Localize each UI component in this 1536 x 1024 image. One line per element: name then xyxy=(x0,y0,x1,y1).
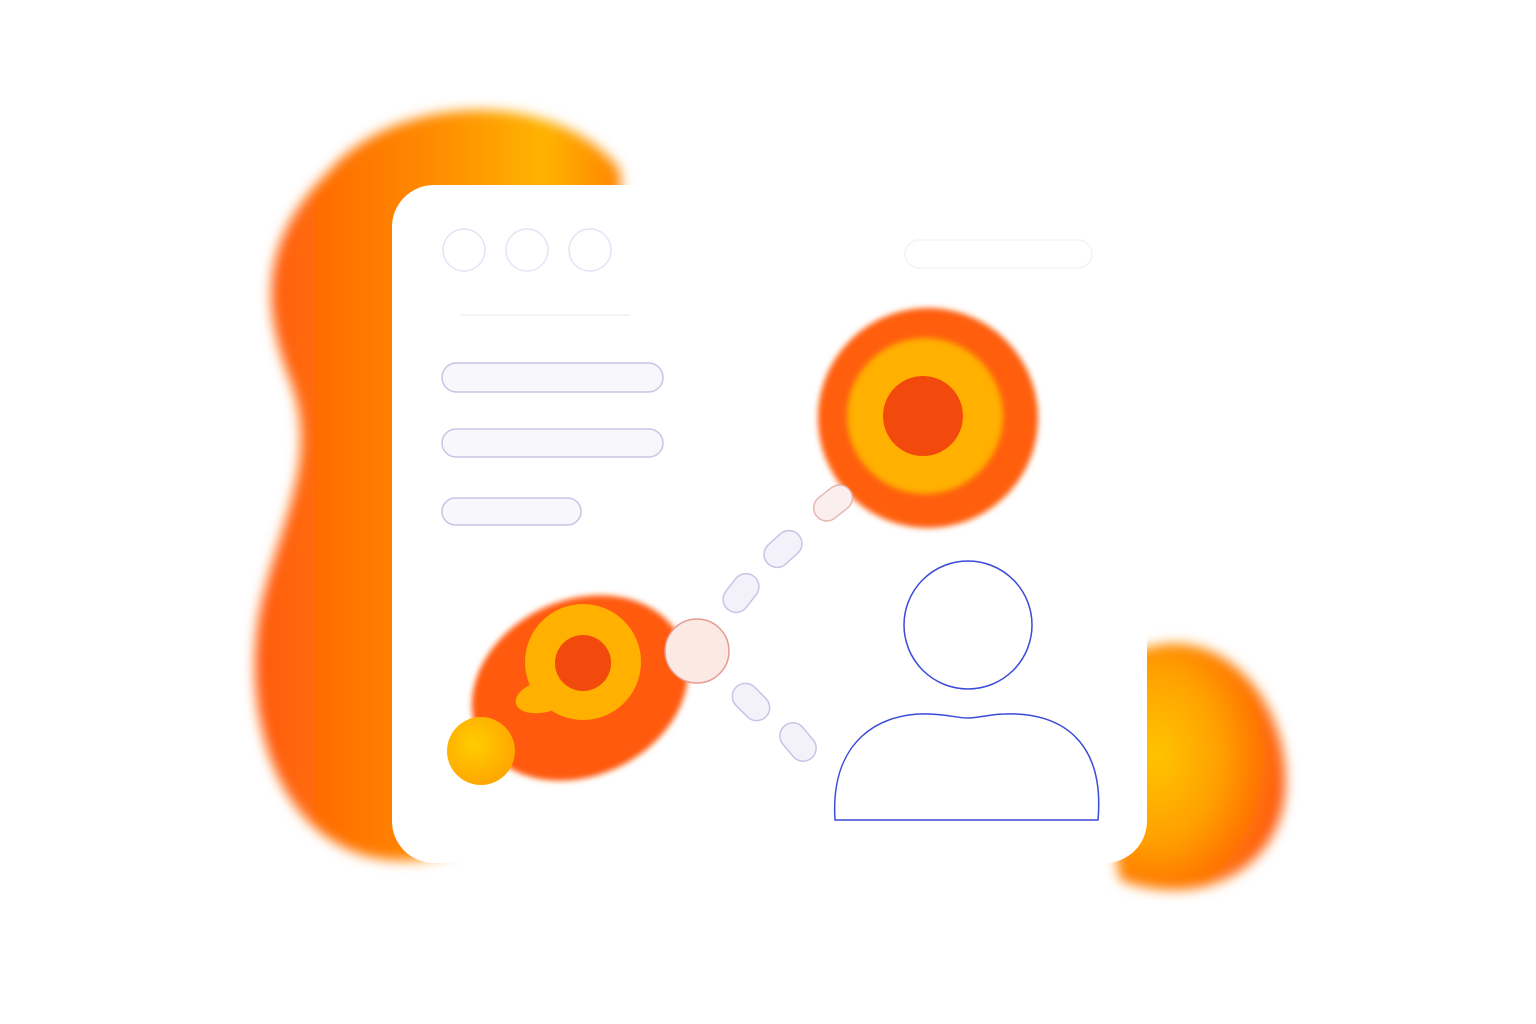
content-line-3 xyxy=(441,497,582,526)
address-bar[interactable] xyxy=(904,239,1093,269)
node-icon xyxy=(664,618,730,684)
user-icon xyxy=(834,560,1100,821)
content-line-2 xyxy=(441,428,664,458)
connector-dashes xyxy=(722,484,854,762)
source-blob-icon xyxy=(471,595,689,781)
yellow-ball-icon xyxy=(447,717,515,785)
window-dot-2[interactable] xyxy=(505,228,549,272)
window-dot-1[interactable] xyxy=(442,228,486,272)
content-line-1 xyxy=(441,362,664,393)
connector-dash xyxy=(722,572,760,614)
connector-dash xyxy=(731,682,771,722)
target-icon xyxy=(818,308,1038,528)
connector-dash xyxy=(763,529,803,569)
connector-dash xyxy=(779,722,817,762)
window-dot-3[interactable] xyxy=(568,228,612,272)
connector-dash xyxy=(812,484,854,522)
